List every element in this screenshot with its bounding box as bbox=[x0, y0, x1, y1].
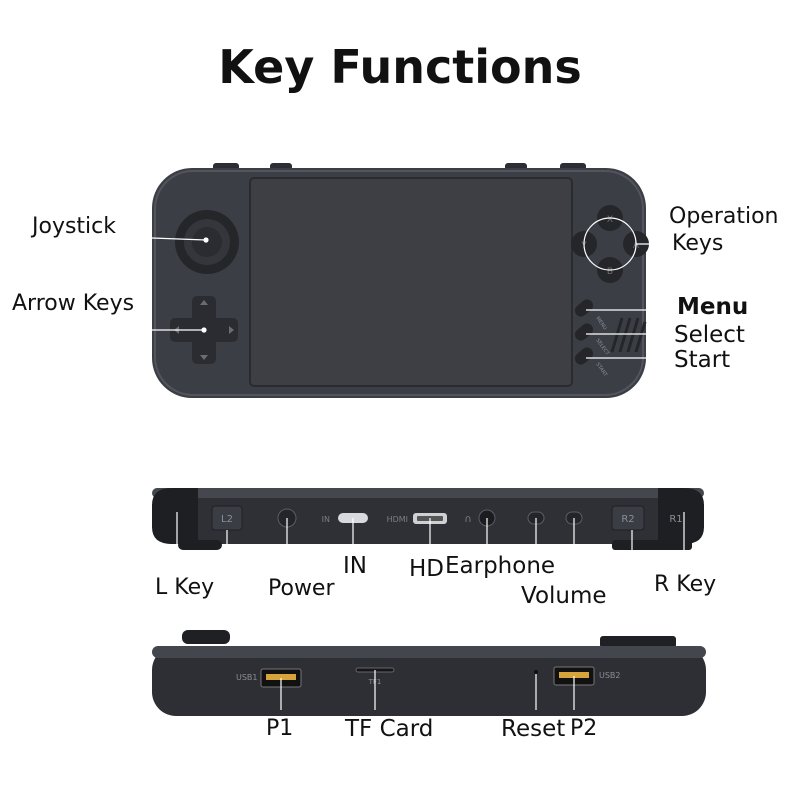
hdmi-port-mark: HDMI bbox=[387, 515, 408, 524]
start-label: Start bbox=[674, 347, 731, 373]
operation-keys-label-line2: Keys bbox=[672, 231, 724, 256]
select-label: Select bbox=[674, 322, 745, 348]
tf-card-label: TF Card bbox=[345, 716, 434, 742]
earphone-label: Earphone bbox=[445, 553, 556, 579]
system-buttons: MENU SELECT START bbox=[574, 299, 611, 379]
menu-label: Menu bbox=[677, 294, 749, 320]
usb2-mark: USB2 bbox=[599, 671, 621, 680]
arrow-keys-label: Arrow Keys bbox=[12, 291, 135, 316]
r2-mark: R2 bbox=[621, 514, 634, 525]
bottom-device-body bbox=[152, 646, 706, 716]
usb1-mark: USB1 bbox=[236, 673, 258, 682]
reset-hole bbox=[534, 670, 538, 674]
p1-label: P1 bbox=[266, 716, 294, 741]
screen bbox=[249, 177, 573, 387]
in-label: IN bbox=[343, 553, 367, 579]
page-title: Key Functions bbox=[218, 40, 582, 94]
l2-mark: L2 bbox=[221, 514, 233, 525]
speaker-grille bbox=[610, 317, 647, 353]
in-port-mark: IN bbox=[322, 515, 330, 524]
joystick-label: Joystick bbox=[32, 214, 117, 239]
svg-text:X: X bbox=[607, 215, 613, 225]
r1-mark: R1 bbox=[669, 514, 682, 525]
hd-label: HD bbox=[409, 556, 445, 582]
p2-label: P2 bbox=[570, 716, 598, 741]
r-key-label: R Key bbox=[654, 572, 717, 597]
svg-text:∩: ∩ bbox=[464, 514, 471, 525]
l-key-label: L Key bbox=[155, 575, 215, 600]
reset-label: Reset bbox=[501, 716, 566, 742]
svg-text:B: B bbox=[607, 267, 613, 277]
volume-label: Volume bbox=[521, 583, 607, 609]
power-label: Power bbox=[268, 576, 335, 601]
operation-keys-label-line1: Operation bbox=[669, 204, 779, 229]
